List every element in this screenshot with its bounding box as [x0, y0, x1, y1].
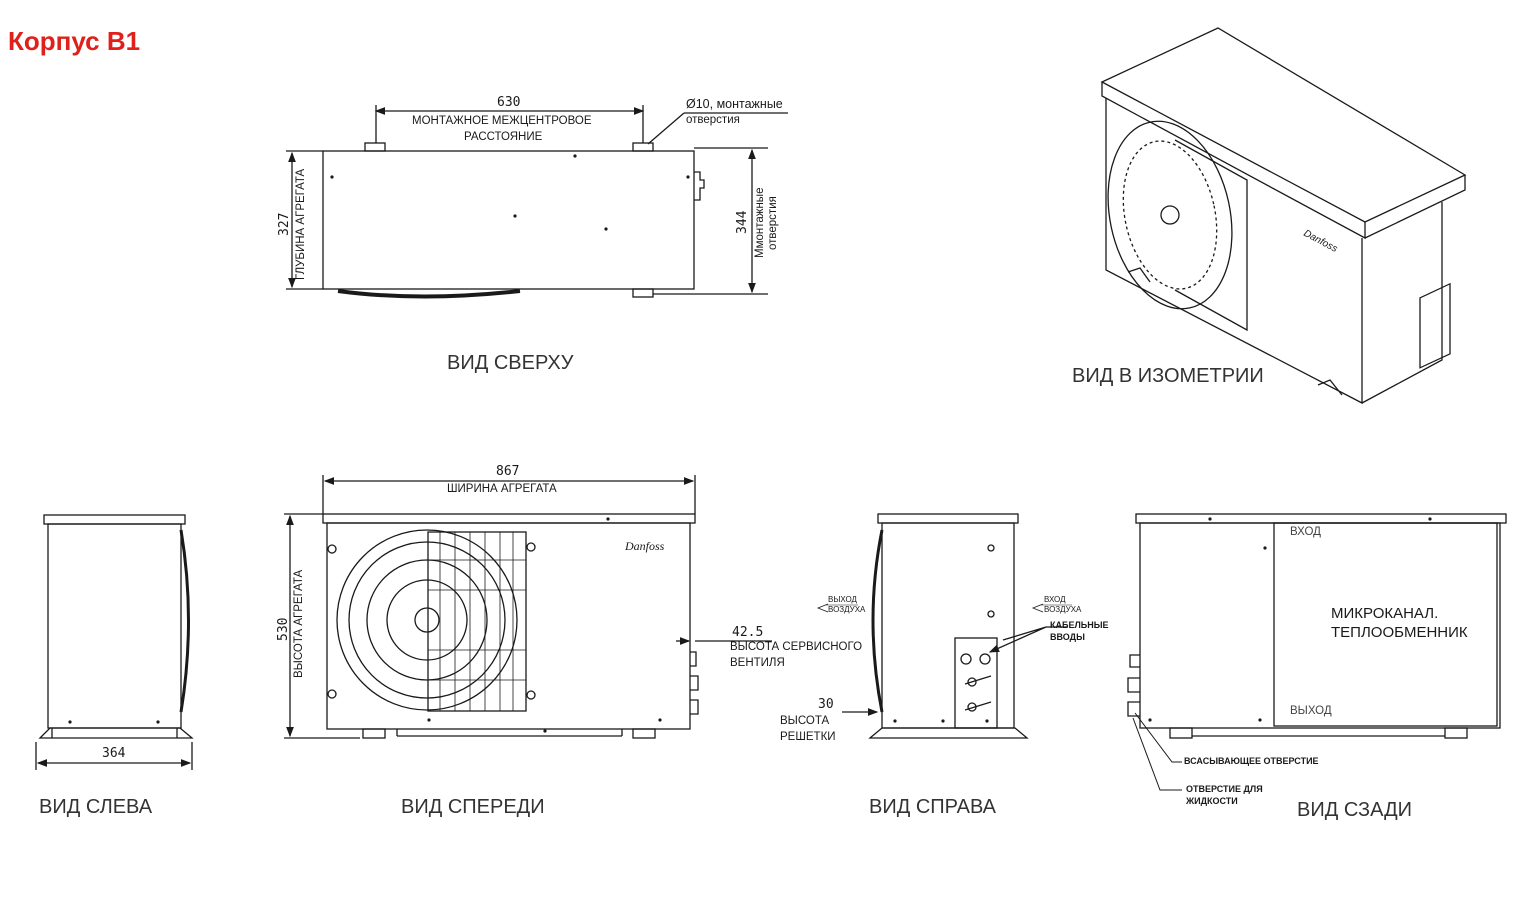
- hx-outlet: ВЫХОД: [1290, 705, 1332, 717]
- dim-867-note: ШИРИНА АГРЕГАТА: [447, 483, 557, 495]
- dim-630-note-1: МОНТАЖНОЕ МЕЖЦЕНТРОВОЕ: [412, 115, 592, 127]
- dim-42-5: 42.5: [732, 625, 764, 640]
- dim-530-note: ВЫСОТА АГРЕГАТА: [293, 569, 305, 678]
- view-label-right: ВИД СПРАВА: [869, 796, 996, 818]
- right-view: [816, 513, 1072, 739]
- cable-entry-2: ВВОДЫ: [1050, 632, 1085, 642]
- dim-530: 530: [276, 617, 291, 641]
- view-label-back: ВИД СЗАДИ: [1297, 799, 1413, 821]
- view-label-iso: ВИД В ИЗОМЕТРИИ: [1072, 365, 1264, 387]
- dim-630-note-2: РАССТОЯНИЕ: [464, 131, 543, 143]
- dim-327: 327: [277, 212, 292, 236]
- left-view: [35, 514, 194, 770]
- page-title: Корпус B1: [8, 26, 141, 56]
- air-out-1: ВЫХОД: [828, 595, 857, 604]
- cable-entry-1: КАБЕЛЬНЫЕ: [1050, 620, 1109, 630]
- hole-note-1: Ø10, монтажные: [686, 97, 783, 111]
- dim-364: 364: [102, 746, 126, 761]
- air-in-1: ВХОД: [1044, 595, 1066, 604]
- isometric-view: Danfoss: [1100, 27, 1467, 405]
- dim-630: 630: [497, 95, 521, 110]
- valve-note-2: ВЕНТИЛЯ: [730, 657, 785, 669]
- dim-344-note-1: Ммонтажные: [754, 187, 766, 258]
- grille-note-1: ВЫСОТА: [780, 715, 830, 727]
- hole-note-2: отверстия: [686, 114, 740, 126]
- view-label-left: ВИД СЛЕВА: [39, 796, 153, 818]
- dim-327-note: ГЛУБИНА АГРЕГАТА: [295, 168, 307, 280]
- hx-label-1: МИКРОКАНАЛ.: [1331, 605, 1439, 622]
- dim-867: 867: [496, 464, 520, 479]
- liquid-port-label-2: ЖИДКОСТИ: [1186, 796, 1238, 806]
- suction-port-label: ВСАСЫВАЮЩЕЕ ОТВЕРСТИЕ: [1184, 756, 1319, 766]
- valve-note-1: ВЫСОТА СЕРВИСНОГО: [730, 641, 863, 653]
- air-out-2: ВОЗДУХА: [828, 605, 866, 614]
- dim-344: 344: [735, 210, 750, 234]
- view-label-front: ВИД СПЕРЕДИ: [401, 796, 545, 818]
- liquid-port-label-1: ОТВЕРСТИЕ ДЛЯ: [1186, 784, 1263, 794]
- back-view: [1127, 513, 1507, 791]
- hx-label-2: ТЕПЛООБМЕННИК: [1331, 624, 1468, 641]
- top-view: [286, 105, 788, 299]
- air-in-2: ВОЗДУХА: [1044, 605, 1082, 614]
- front-view: Danfoss: [284, 475, 772, 739]
- svg-text:Danfoss: Danfoss: [624, 539, 665, 553]
- svg-text:Danfoss: Danfoss: [1302, 228, 1340, 255]
- hx-inlet: ВХОД: [1290, 526, 1321, 538]
- view-label-top: ВИД СВЕРХУ: [447, 352, 574, 374]
- grille-note-2: РЕШЕТКИ: [780, 731, 836, 743]
- dim-30: 30: [818, 697, 834, 712]
- dim-344-note-2: отверстия: [767, 196, 779, 250]
